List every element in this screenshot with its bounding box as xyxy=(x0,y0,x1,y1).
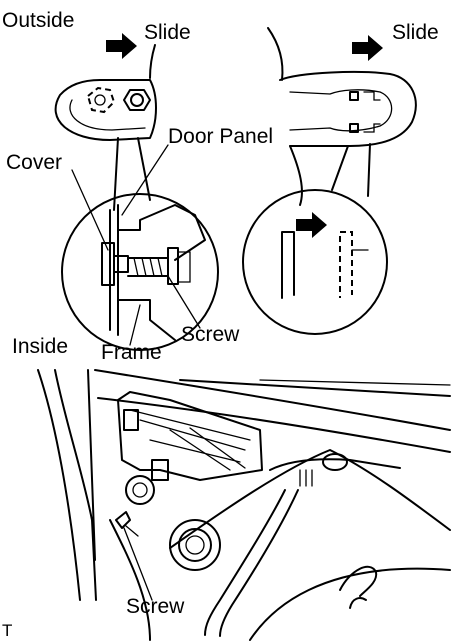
frame-label: Frame xyxy=(101,341,162,364)
screw-label-upper: Screw xyxy=(181,323,240,346)
clip-detail-circle xyxy=(242,189,388,335)
slide-label-right: Slide xyxy=(392,21,439,44)
right-arrow-icon xyxy=(106,33,137,59)
door-panel-label: Door Panel xyxy=(168,125,274,148)
callout-line-right xyxy=(137,137,151,201)
hex-nut-icon xyxy=(123,89,151,111)
screw-label-lower: Screw xyxy=(126,595,185,618)
cover-detail-circle xyxy=(61,144,219,351)
cover-label: Cover xyxy=(6,151,63,174)
right-arrow-icon xyxy=(296,212,327,238)
outside-handle-cover xyxy=(54,44,157,141)
inside-label: Inside xyxy=(12,335,69,358)
hex-nut-dashed-icon xyxy=(86,86,116,114)
slide-label-left: Slide xyxy=(144,21,191,44)
callout-line-right-2 xyxy=(367,143,371,197)
screw-icon xyxy=(115,511,153,601)
inside-handle-bracket xyxy=(267,27,417,206)
right-arrow-icon xyxy=(352,35,383,61)
callout-line-left-2 xyxy=(331,145,349,191)
outside-label: Outside xyxy=(2,9,75,32)
door-interior-illustration xyxy=(37,369,451,641)
corner-mark: T xyxy=(2,621,13,640)
